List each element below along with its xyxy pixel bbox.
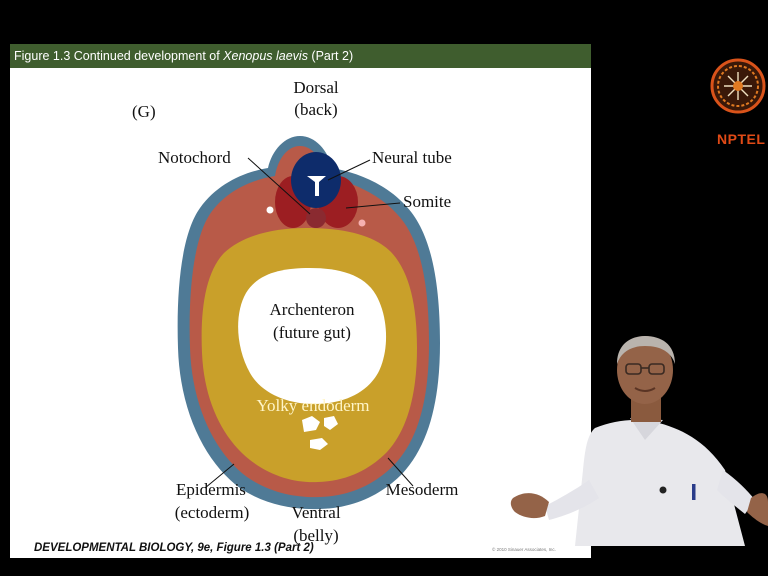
label-notochord: Notochord (158, 148, 231, 168)
title-prefix: Figure 1.3 Continued development of (14, 49, 223, 63)
label-mesoderm: Mesoderm (372, 480, 472, 500)
label-somite: Somite (403, 192, 451, 212)
embryo-cross-section-diagram: (G) Dorsal (back) Notochord Neural tube … (10, 68, 591, 558)
title-suffix: (Part 2) (308, 49, 353, 63)
label-dorsal: Dorsal (280, 78, 352, 98)
notochord (306, 208, 326, 228)
bottom-band (0, 558, 768, 576)
slide-title-bar: Figure 1.3 Continued development of Xeno… (10, 44, 591, 68)
pocket-pen (692, 484, 696, 500)
label-dorsal-sub: (back) (280, 100, 352, 120)
lateral-cell (267, 207, 274, 214)
label-archenteron: Archenteron (242, 300, 382, 320)
nptel-logo-text: NPTEL (717, 131, 765, 147)
label-neural-tube: Neural tube (372, 148, 452, 168)
footer-rest: , 9e, Figure 1.3 (Part 2) (191, 542, 314, 554)
footer-book: DEVELOPMENTAL BIOLOGY (34, 542, 191, 554)
slide: Figure 1.3 Continued development of Xeno… (10, 44, 591, 558)
label-epidermis: Epidermis (166, 480, 256, 500)
lapel-mic (660, 487, 667, 494)
slide-footer: DEVELOPMENTAL BIOLOGY, 9e, Figure 1.3 (P… (34, 542, 314, 554)
lateral-cell (359, 220, 366, 227)
label-archenteron-sub: (future gut) (242, 323, 382, 343)
copyright-notice: © 2010 Sinauer Associates, Inc. (492, 547, 556, 552)
label-ventral: Ventral (276, 503, 356, 523)
panel-label: (G) (132, 102, 156, 122)
presenter-figure (505, 330, 768, 546)
label-yolky-endoderm: Yolky endoderm (238, 396, 388, 416)
label-epidermis-sub: (ectoderm) (162, 503, 262, 523)
title-species: Xenopus laevis (223, 49, 308, 63)
presenter-left-hand (511, 493, 549, 518)
